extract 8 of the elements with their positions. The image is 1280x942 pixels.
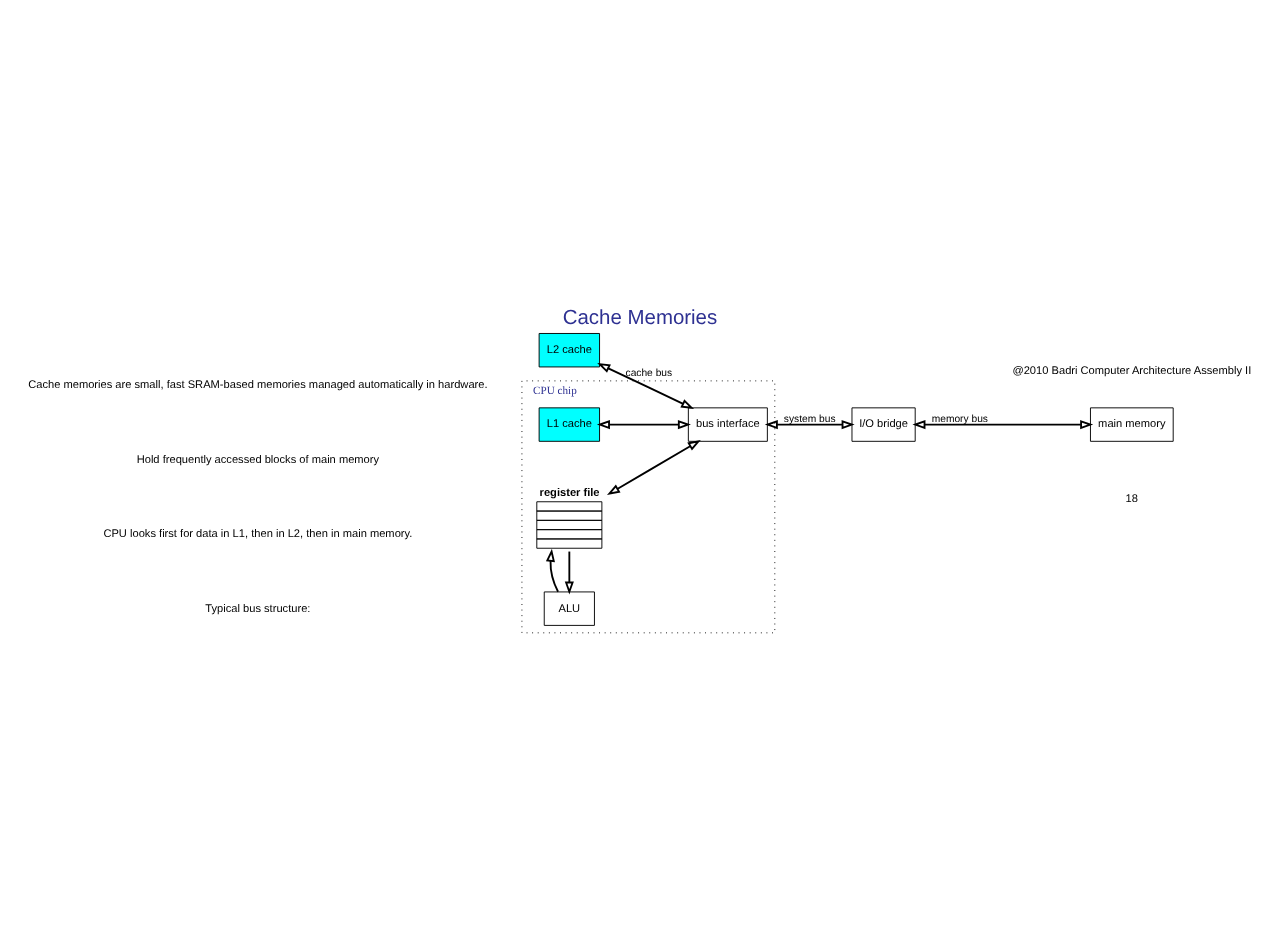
arrow — [606, 438, 701, 495]
arrow — [597, 362, 695, 408]
arrow — [564, 549, 574, 594]
arrow — [912, 419, 1094, 429]
diagram-title: Cache Memories — [562, 306, 718, 329]
arrow — [596, 419, 691, 429]
arrow — [545, 547, 559, 592]
arrow — [764, 419, 855, 429]
